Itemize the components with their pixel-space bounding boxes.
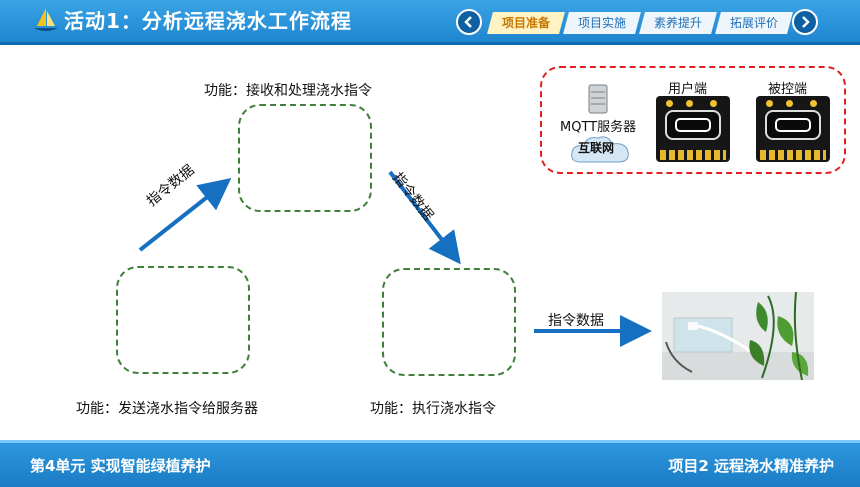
user-box [116,266,250,374]
left-box-label: 功能：发送浇水指令给服务器 [76,401,258,417]
server-box [238,104,372,212]
sailboat-logo-icon [34,8,58,31]
internet-cloud-icon [571,136,629,163]
controlled-end-label: 被控端 [768,82,808,97]
controlled-board-icon [756,96,830,162]
arrow-server-to-controlled [388,170,461,265]
next-page-button[interactable] [792,9,818,35]
unit-title: 第4单元 实现智能绿植养护 [30,457,211,475]
project-title: 项目2 远程浇水精准养护 [668,457,834,475]
chevron-right-icon [802,16,810,28]
user-end-label: 用户端 [668,82,708,97]
server-label: MQTT服务器 [560,120,637,135]
right-box-label: 功能：执行浇水指令 [370,401,496,417]
prev-page-button[interactable] [456,9,482,35]
footer-bar: 第4单元 实现智能绿植养护 项目2 远程浇水精准养护 [0,440,860,487]
arrow-label-bottom: 指令数据 [548,313,604,329]
plant-watering-image [662,292,814,380]
top-box-label: 功能：接收和处理浇水指令 [204,83,372,99]
controlled-box [382,268,516,376]
user-board-icon [656,96,730,162]
page-title: 活动1：分析远程浇水工作流程 [64,9,352,33]
cloud-label: 互联网 [578,141,615,155]
legend-frame [540,66,846,174]
server-icon [588,84,608,114]
header-bar: 活动1：分析远程浇水工作流程 项目准备 项目实施 素养提升 拓展评价 [0,0,860,45]
arrow-user-to-server [138,178,232,252]
plant-photo [662,292,814,380]
chevron-left-icon [464,16,472,28]
